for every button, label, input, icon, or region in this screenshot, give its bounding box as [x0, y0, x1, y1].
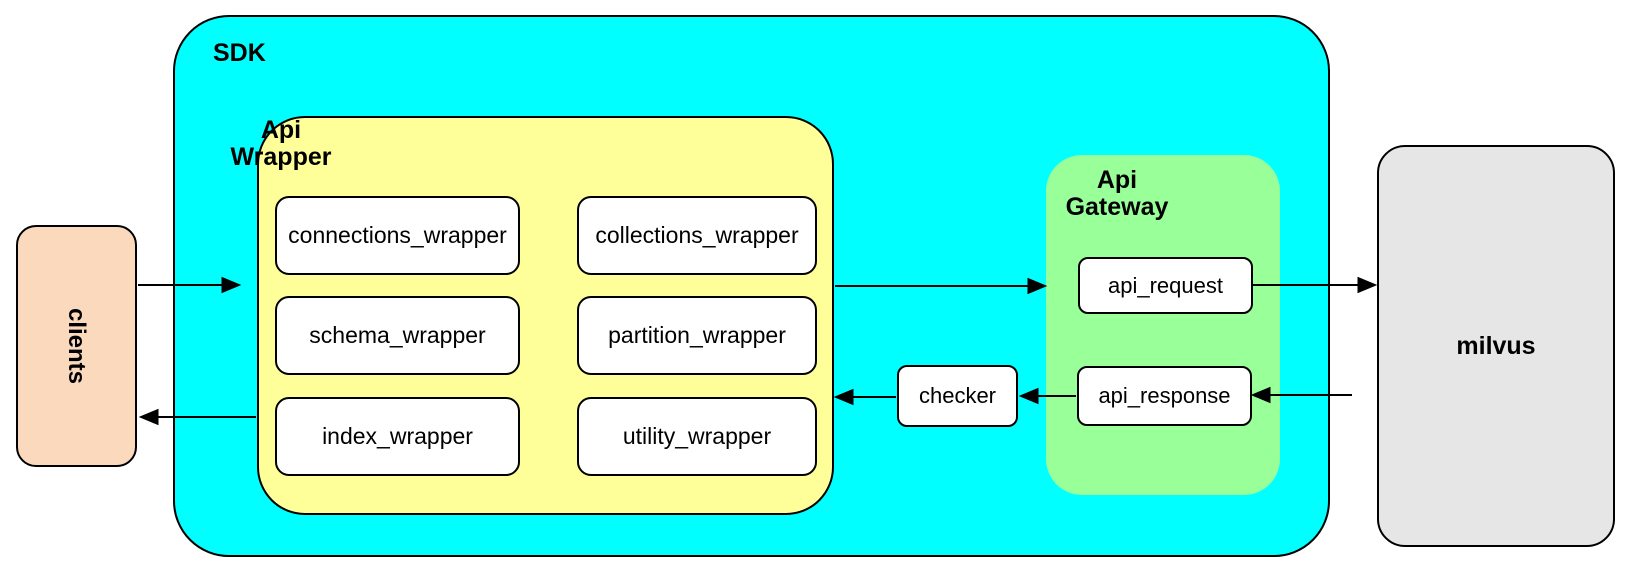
milvus-node: milvus: [1377, 145, 1615, 547]
index-wrapper-node: index_wrapper: [275, 397, 520, 476]
api-gateway-label: Api Gateway: [1057, 167, 1177, 221]
connections-wrapper-node: connections_wrapper: [275, 196, 520, 275]
api-gateway-container: [1046, 155, 1280, 495]
sdk-label: SDK: [213, 39, 266, 67]
clients-node: clients: [16, 225, 137, 467]
schema-wrapper-node: schema_wrapper: [275, 296, 520, 375]
api-wrapper-label-line1: Api: [260, 116, 302, 144]
api-gateway-label-line2: Gateway: [1065, 193, 1169, 221]
milvus-label: milvus: [1456, 331, 1536, 360]
clients-label: clients: [63, 307, 91, 385]
utility-wrapper-node: utility_wrapper: [577, 397, 817, 476]
api-request-node: api_request: [1078, 257, 1253, 314]
api-wrapper-label: Api Wrapper: [226, 117, 336, 171]
api-wrapper-label-line2: Wrapper: [230, 143, 332, 171]
partition-wrapper-node: partition_wrapper: [577, 296, 817, 375]
collections-wrapper-node: collections_wrapper: [577, 196, 817, 275]
api-gateway-label-line1: Api: [1096, 166, 1138, 194]
checker-node: checker: [897, 365, 1018, 427]
api-response-node: api_response: [1077, 366, 1252, 426]
